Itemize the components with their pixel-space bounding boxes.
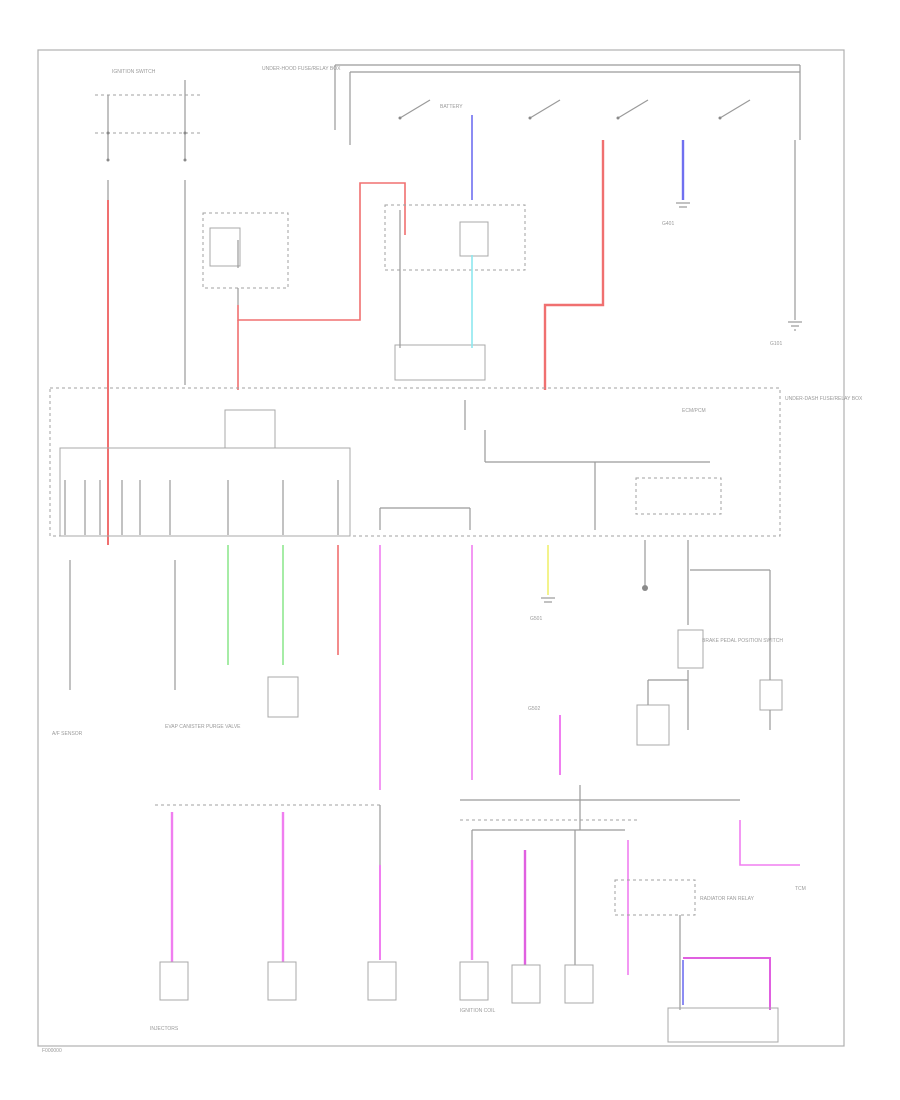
caption-injectors: INJECTORS: [150, 1026, 179, 1032]
captions: IGNITION SWITCH UNDER-HOOD FUSE/RELAY BO…: [52, 66, 863, 1032]
ground-g401: [676, 202, 690, 208]
component-box-1: [267, 676, 299, 718]
relay-box-center: [384, 204, 526, 381]
caption-tcm: TCM: [795, 886, 806, 892]
component-box-3: [636, 704, 670, 746]
main-control-box: [49, 387, 781, 537]
top-switches: [398, 99, 751, 120]
caption-radiator-fan-relay: RADIATOR FAN RELAY: [700, 896, 755, 902]
caption-g501: G501: [530, 616, 542, 622]
caption-ignition-switch: IGNITION SWITCH: [112, 69, 156, 75]
caption-ignition-coil: IGNITION COIL: [460, 1008, 496, 1014]
wire-pink-lower-right: [683, 957, 771, 1010]
wire-pink-right: [739, 820, 800, 866]
caption-evap: EVAP CANISTER PURGE VALVE: [165, 724, 241, 730]
bottom-connectors: [159, 961, 594, 1004]
caption-underhood-box: UNDER-HOOD FUSE/RELAY BOX: [262, 66, 341, 72]
diagram-frame: [37, 49, 845, 1047]
top-left-fuses: [95, 80, 200, 385]
ground-g501: [541, 597, 555, 603]
main-box-stubs: [64, 480, 339, 535]
caption-af-sensor: A/F SENSOR: [52, 731, 83, 737]
caption-brake-switch: BRAKE PEDAL POSITION SWITCH: [702, 638, 783, 644]
caption-g101: G101: [770, 341, 782, 347]
wire-red-right: [543, 140, 605, 390]
caption-ecm: ECM/PCM: [682, 408, 706, 414]
caption-battery: BATTERY: [440, 104, 463, 110]
right-side-wiring: [642, 540, 771, 730]
caption-g401: G401: [662, 221, 674, 227]
ground-g101: [788, 321, 802, 331]
component-box-2: [677, 629, 704, 669]
wire-red-relay: [237, 182, 406, 321]
caption-underdash-box: UNDER-DASH FUSE/RELAY BOX: [785, 396, 863, 402]
top-bus-lines: [334, 64, 801, 145]
relay-box-lower-right: [614, 879, 696, 916]
caption-g502: G502: [528, 706, 540, 712]
footer-code: F000000: [42, 1048, 62, 1054]
relay-box-left: [202, 212, 289, 289]
component-box-4: [759, 679, 783, 711]
component-box-5: [667, 1007, 779, 1043]
middle-bus: [155, 785, 740, 831]
